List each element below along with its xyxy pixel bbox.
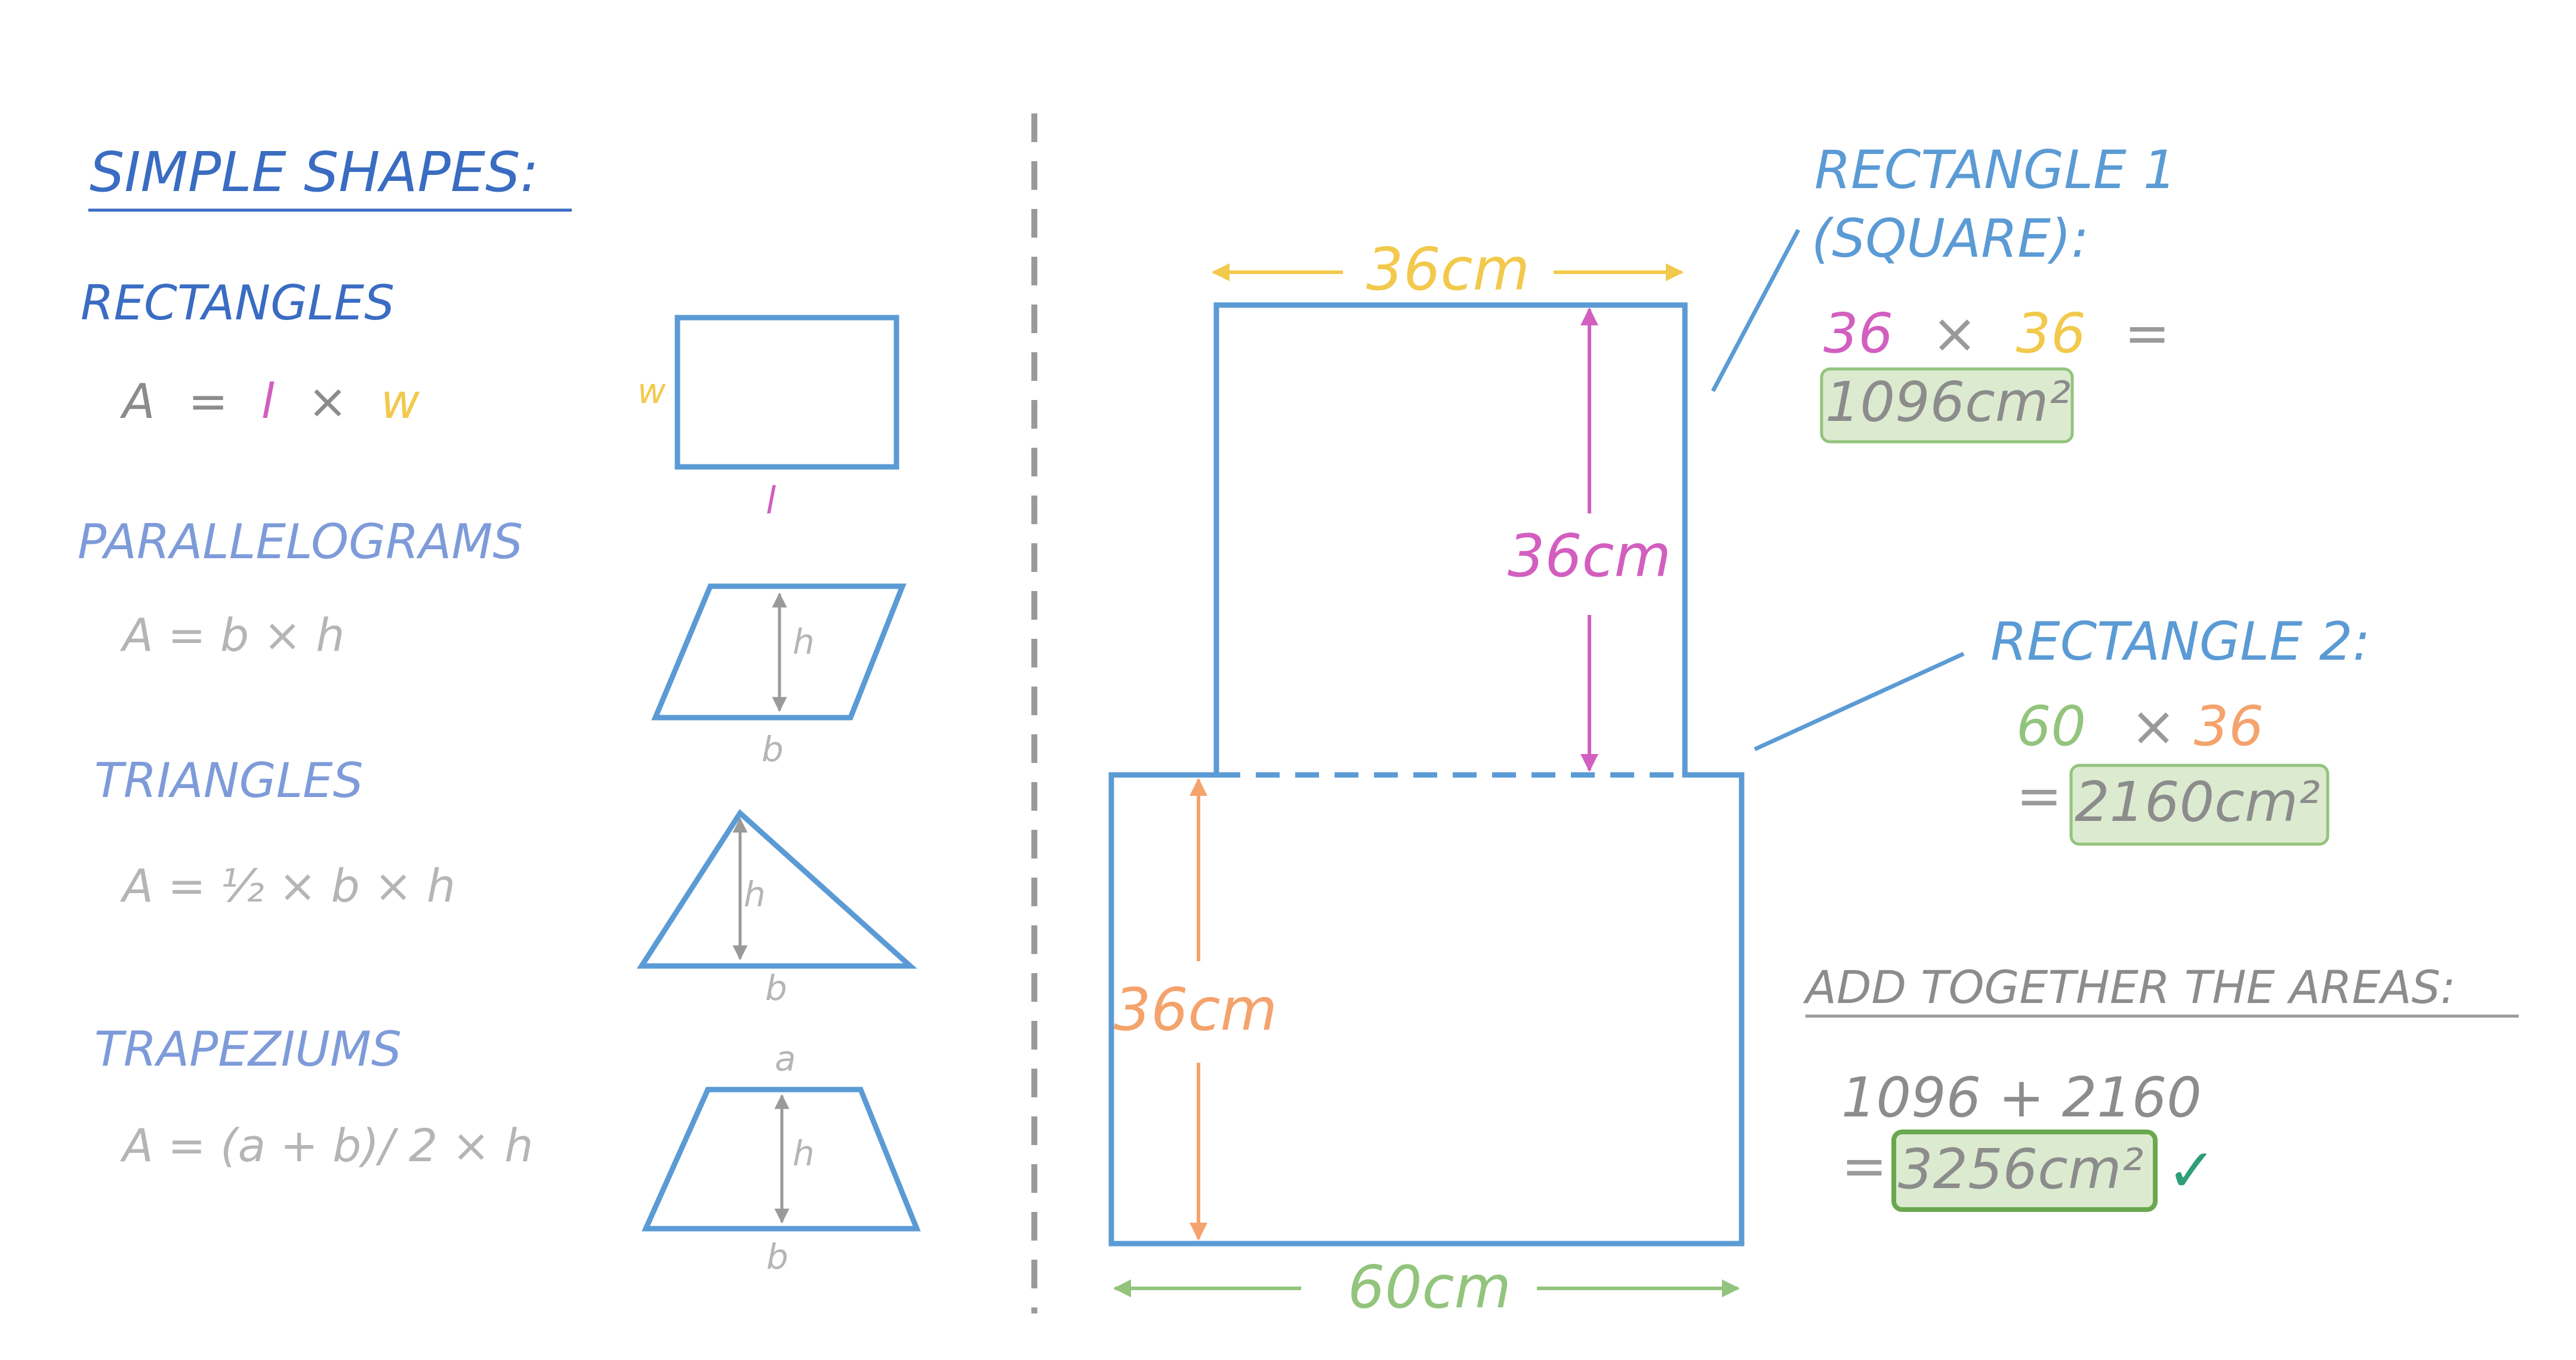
parallelogram-label-h: h: [793, 621, 815, 662]
parallelogram-label-b: b: [762, 729, 784, 770]
rect1-calculation: 36 × 36 =: [1823, 301, 2170, 365]
rect1-equals: =: [2124, 301, 2170, 365]
rectangles-heading: RECTANGLES: [81, 275, 395, 331]
rect2-pointer-line: [1754, 651, 1965, 752]
formula-a: A: [119, 374, 155, 429]
trapeziums-heading: TRAPEZIUMS: [94, 1021, 402, 1077]
rect1-n1: 36: [1823, 301, 1893, 365]
rect2-equals: =: [2016, 764, 2062, 828]
trapezium-label-b: b: [766, 1236, 788, 1277]
rectangle-label-l: l: [766, 479, 776, 522]
triangle-label-h: h: [744, 874, 766, 915]
rect1-pointer-line: [1711, 229, 1801, 392]
rect1-heading-line2: (SQUARE):: [1811, 208, 2089, 269]
formula-times: ×: [307, 374, 347, 429]
total-answer: 3256cm²: [1898, 1137, 2143, 1201]
rect2-answer: 2160cm²: [2075, 770, 2320, 834]
rect1-answer-box: [1820, 367, 2074, 444]
rect1-times: ×: [1931, 301, 1977, 365]
trapezium-label-a: a: [775, 1038, 796, 1079]
formula-w: w: [381, 374, 420, 429]
triangle-formula: A = ½ × b × h: [119, 859, 455, 912]
rect2-heading: RECTANGLE 2:: [1990, 611, 2370, 672]
formula-l: l: [261, 374, 275, 429]
rect2-n2: 36: [2194, 694, 2264, 758]
check-mark-icon: ✓: [2167, 1136, 2217, 1205]
total-sum: 1096 + 2160: [1841, 1066, 2202, 1130]
top-width-label: 36cm: [1366, 236, 1530, 304]
trapezium-shape: [642, 1087, 921, 1232]
triangle-label-b: b: [765, 968, 787, 1008]
bottom-width-label: 60cm: [1348, 1254, 1511, 1322]
trapezium-formula: A = (a + b)/ 2 × h: [119, 1119, 533, 1172]
parallelogram-formula: A = b × h: [119, 608, 344, 661]
rect2-answer-box: [2069, 764, 2330, 846]
triangle-shape: [636, 809, 917, 969]
triangles-heading: TRIANGLES: [94, 753, 363, 808]
rect2-n1: 60: [2016, 694, 2086, 758]
rectangle-formula: A = l × w: [119, 374, 420, 429]
total-answer-box: [1891, 1130, 2158, 1212]
parallelogram-shape: [651, 583, 907, 721]
rectangle-label-w: w: [637, 371, 666, 411]
rect1-answer: 1096cm²: [1825, 370, 2070, 434]
rect1-n2: 36: [2016, 301, 2086, 365]
rect1-heading-line1: RECTANGLE 1: [1814, 139, 2177, 201]
formula-equals: =: [188, 374, 228, 429]
total-heading: ADD TOGETHER THE AREAS:: [1802, 961, 2455, 1014]
rect2-calculation: 60 × 36: [2016, 694, 2264, 758]
compound-shape-outline: [1108, 302, 1745, 1247]
page-title: SIMPLE SHAPES:: [90, 140, 539, 204]
trapezium-label-h: h: [793, 1133, 815, 1174]
square-height-label: 36cm: [1508, 522, 1671, 590]
rectangle-shape: [674, 315, 899, 470]
lower-height-label: 36cm: [1114, 976, 1277, 1044]
rect2-times: ×: [2130, 694, 2176, 758]
total-equals: =: [1841, 1134, 1887, 1198]
parallelograms-heading: PARALLELOGRAMS: [78, 514, 523, 570]
